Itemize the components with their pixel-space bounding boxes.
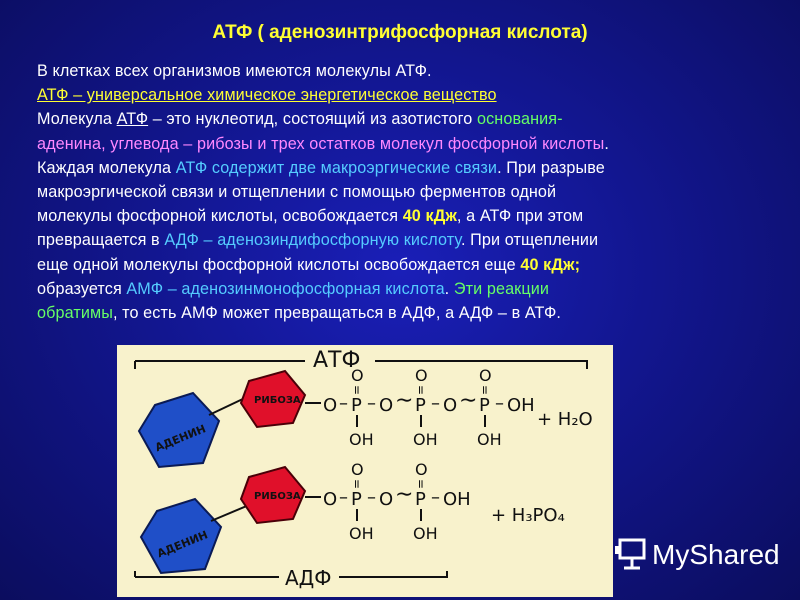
text-run: образуется [37, 279, 127, 298]
text-line-9: еще одной молекулы фосфорной кислоты осв… [37, 253, 757, 277]
o-atom: O [351, 460, 364, 479]
o-atom: O [323, 395, 337, 416]
o-atom: O [379, 395, 393, 416]
p-atom: P [351, 395, 362, 416]
text-run: еще одной молекулы фосфорной кислоты осв… [37, 255, 521, 274]
bond-dash: – [431, 393, 440, 414]
bond-dash: – [367, 393, 376, 414]
oh-group: OH [507, 395, 535, 416]
text-run: Эти реакции [453, 279, 550, 298]
oh-group: OH [349, 524, 374, 543]
text-run: 40 кДж [402, 207, 457, 226]
p-atom: P [351, 489, 362, 510]
o-atom: O [479, 366, 492, 385]
double-bond: = [414, 479, 428, 489]
presentation-icon [615, 538, 646, 570]
double-bond: = [414, 385, 428, 395]
bond-dash: – [431, 487, 440, 508]
text-line-11: обратимы, то есть АМФ может превращаться… [37, 301, 757, 325]
o-atom: O [323, 489, 337, 510]
bond-dash: – [339, 393, 348, 414]
macroergic-bond: ∼ [459, 388, 477, 413]
o-atom: O [379, 489, 393, 510]
text-line-2: АТФ – универсальное химическое энергетич… [37, 86, 497, 105]
oh-group: OH [413, 430, 438, 449]
text-run: , то есть АМФ может превращаться в АДФ, … [112, 304, 561, 323]
p-atom: P [415, 395, 426, 416]
body-paragraph: В клетках всех организмов имеются молеку… [37, 59, 757, 325]
text-run: , а АТФ при этом [456, 207, 584, 226]
text-run: 40 кДж; [520, 255, 581, 274]
double-bond: = [350, 479, 364, 489]
myshared-logo: MyShared [612, 536, 792, 576]
text-run: Каждая молекула [37, 158, 176, 177]
oh-group: OH [477, 430, 502, 449]
macroergic-bond: ∼ [395, 482, 413, 507]
oh-group: OH [443, 489, 471, 510]
o-atom: O [415, 460, 428, 479]
text-run: АМФ – аденозинмонофосфорная кислота [126, 279, 445, 298]
ribose-label-adp: РИБОЗА [254, 491, 301, 502]
ribose-shape-atp [239, 369, 307, 429]
adenine-shape-adp [139, 497, 223, 575]
text-line-7: молекулы фосфорной кислоты, освобождаетс… [37, 204, 757, 228]
oh-group: OH [349, 430, 374, 449]
text-run: . При отщеплении [460, 231, 599, 250]
ribose-label-atp: РИБОЗА [254, 395, 301, 406]
adp-label: АДФ [285, 566, 332, 590]
text-run: – это нуклеотид, состоящий из азотистого [148, 110, 478, 129]
water-product: + H₂O [537, 409, 593, 430]
text-run: превращается в [37, 231, 165, 250]
text-line-8: превращается в АДФ – аденозиндифосфорную… [37, 228, 757, 252]
text-line-5: Каждая молекула АТФ содержит две макроэр… [37, 156, 757, 180]
text-run: АДФ – аденозиндифосфорную кислоту [164, 231, 461, 250]
text-line-3: Молекула АТФ – это нуклеотид, состоящий … [37, 107, 757, 131]
o-atom: O [351, 366, 364, 385]
double-bond: = [350, 385, 364, 395]
o-atom: O [415, 366, 428, 385]
logo-text: MyShared [652, 539, 780, 570]
text-run: обратимы [37, 304, 113, 323]
bond-dash: – [339, 487, 348, 508]
atp-adp-diagram: АТФ АДЕНИН РИБОЗА O – P O = OH – O ∼ P O… [117, 345, 613, 597]
text-run: . [444, 279, 454, 298]
adenine-shape-atp [137, 391, 221, 469]
bond-line [208, 396, 248, 416]
diagram-svg: АТФ АДЕНИН РИБОЗА O – P O = OH – O ∼ P O… [134, 348, 593, 590]
text-run: молекулы фосфорной кислоты, освобождаетс… [37, 207, 403, 226]
double-bond: = [478, 385, 492, 395]
macroergic-bond: ∼ [395, 388, 413, 413]
adp-bracket [134, 571, 448, 578]
text-run: АТФ содержит две макроэргические связи [175, 158, 498, 177]
text-run: основания- [477, 110, 563, 129]
text-run: . [604, 134, 609, 153]
text-line-10: образуется АМФ – аденозинмонофосфорная к… [37, 277, 757, 301]
atp-bracket [134, 360, 588, 369]
slide-title: АТФ ( аденозинтрифосфорная кислота) [212, 22, 588, 43]
text-line-4: аденина, углевода – рибозы и трех остатк… [37, 132, 757, 156]
text-run: аденина, углевода – рибозы и трех остатк… [37, 134, 605, 153]
p-atom: P [415, 489, 426, 510]
text-run: АТФ [116, 110, 149, 129]
text-line-1: В клетках всех организмов имеются молеку… [37, 62, 432, 80]
ribose-shape-adp [239, 465, 307, 525]
bond-dash: – [367, 487, 376, 508]
bond-dash: – [495, 393, 504, 414]
text-run: . При разрыве [497, 158, 605, 177]
p-atom: P [479, 395, 490, 416]
phosphoric-acid-product: + H₃PO₄ [491, 505, 565, 526]
text-line-6: макроэргической связи и отщеплении с пом… [37, 183, 557, 202]
atp-label: АТФ [313, 348, 360, 373]
bond-line [210, 504, 250, 522]
o-atom: O [443, 395, 457, 416]
text-run: Молекула [37, 110, 117, 129]
oh-group: OH [413, 524, 438, 543]
